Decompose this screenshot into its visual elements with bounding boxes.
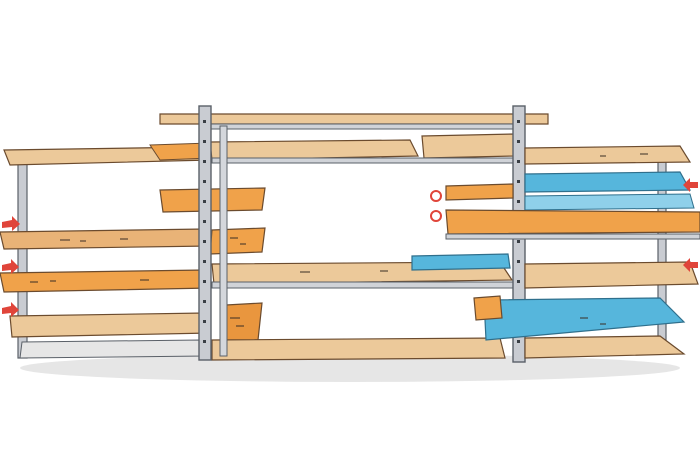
loose-board-mid xyxy=(209,227,266,255)
center-rail-upper xyxy=(211,157,518,164)
center-shelf-top-right xyxy=(421,133,516,159)
post-holes xyxy=(203,120,520,343)
center-rail-mid xyxy=(211,281,518,289)
center-left-post-rear xyxy=(219,125,228,357)
right-blue-panel-upper xyxy=(524,171,692,193)
loose-board-low xyxy=(221,302,263,343)
red-bracket-icon xyxy=(430,190,442,222)
right-orange-board-a xyxy=(445,183,514,201)
ink-scribbles xyxy=(30,153,648,327)
left-shelf-2 xyxy=(0,228,211,250)
center-shelf-bottom xyxy=(211,337,506,361)
center-shelving-unit xyxy=(159,105,549,363)
right-shelf-bottom xyxy=(524,335,686,359)
left-shelf-4 xyxy=(9,312,211,338)
red-arrow-icon xyxy=(2,302,19,317)
loose-board-upper xyxy=(159,187,266,213)
right-shelf-mid xyxy=(524,261,699,289)
center-blue-panel xyxy=(411,253,511,271)
right-orange-block xyxy=(473,295,503,321)
left-shelving-unit xyxy=(0,142,266,359)
right-orange-board-b xyxy=(445,209,700,235)
red-arrow-icon xyxy=(2,216,20,231)
right-blue-panel-upper-2 xyxy=(524,193,695,211)
center-left-post xyxy=(198,105,212,361)
red-arrow-icon xyxy=(2,259,19,274)
right-shelf-top xyxy=(524,145,692,165)
center-shelf-top xyxy=(209,139,419,161)
center-top-rail xyxy=(204,123,521,130)
center-top-beam xyxy=(159,113,549,125)
red-arrow-icon xyxy=(683,258,698,272)
right-blue-panel-low xyxy=(483,297,686,341)
red-arrow-icon xyxy=(683,178,698,192)
right-shelving-unit xyxy=(430,145,700,359)
left-shelf-3 xyxy=(0,269,211,293)
right-rail-mid xyxy=(445,233,700,240)
left-base xyxy=(19,339,206,359)
